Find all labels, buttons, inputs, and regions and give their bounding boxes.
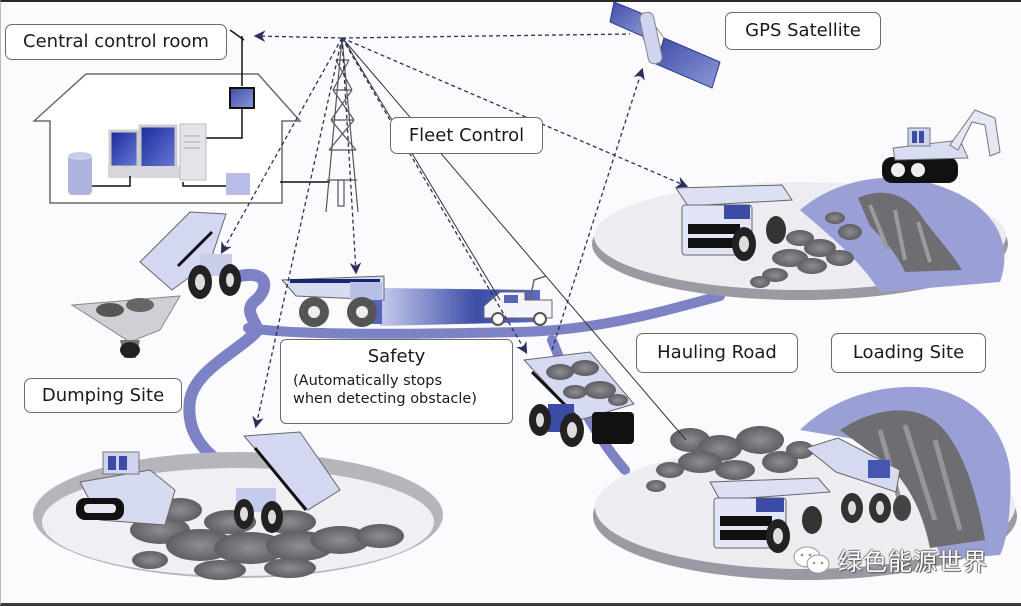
safety-description-line-2: when detecting obstacle) bbox=[293, 391, 477, 408]
link-hauling-truck-to-satellite bbox=[551, 67, 645, 351]
haul-truck-safety bbox=[280, 275, 385, 327]
gps-satellite-text: GPS Satellite bbox=[745, 20, 861, 41]
rock-pile-top bbox=[750, 212, 862, 288]
haul-truck-loading-top bbox=[675, 184, 793, 261]
satellite-icon bbox=[609, 1, 721, 89]
gps-satellite-label: GPS Satellite bbox=[725, 12, 881, 50]
pickup-truck-icon bbox=[483, 275, 553, 326]
link-tower-to-loading-top-truck bbox=[341, 37, 689, 188]
link-tower-to-control-room bbox=[253, 30, 343, 43]
central-control-room-text: Central control room bbox=[23, 31, 209, 52]
watermark: 绿色能源世界 bbox=[792, 542, 988, 577]
road-dumping-hopper-branch bbox=[183, 268, 271, 476]
dump-truck-dumping-site bbox=[234, 431, 341, 533]
road-main-horizontal bbox=[243, 291, 725, 339]
link-tower-to-dumping-site-truck bbox=[252, 37, 343, 429]
excavator-icon bbox=[882, 109, 1001, 183]
fleet-control-label: Fleet Control bbox=[390, 117, 543, 154]
watermark-text: 绿色能源世界 bbox=[838, 548, 988, 576]
loading-site-text: Loading Site bbox=[852, 342, 965, 363]
dump-truck-hopper bbox=[139, 211, 241, 299]
dumping-site-text: Dumping Site bbox=[41, 384, 165, 406]
haul-truck-loading-bottom bbox=[709, 477, 832, 553]
computer-workstation-icon bbox=[108, 123, 207, 181]
link-tower-to-hauling-truck bbox=[341, 37, 528, 355]
link-tower-to-safety-truck bbox=[341, 37, 362, 275]
loading-site-label: Loading Site bbox=[831, 333, 986, 373]
hauling-road-label: Hauling Road bbox=[636, 333, 798, 373]
storage-box-icon bbox=[182, 173, 250, 195]
haul-truck-hauling-road bbox=[522, 351, 635, 447]
central-control-room-label: Central control room bbox=[5, 24, 227, 60]
safety-label: Safety (Automatically stops when detecti… bbox=[280, 339, 513, 424]
communication-links bbox=[220, 30, 689, 429]
loading-site-top-mountain bbox=[800, 177, 1005, 292]
server-icon bbox=[68, 152, 131, 195]
loading-site-bottom-mountain bbox=[800, 386, 1011, 560]
bulldozer-icon bbox=[76, 451, 176, 526]
link-tower-to-hopper-truck bbox=[220, 37, 343, 255]
wechat-icon bbox=[793, 546, 830, 573]
rock-pile-bottom bbox=[646, 426, 814, 492]
safety-description-line-1: (Automatically stops bbox=[293, 373, 443, 389]
loader-icon bbox=[804, 437, 911, 523]
guide-lines bbox=[343, 39, 687, 441]
dumping-site-label: Dumping Site bbox=[24, 378, 182, 413]
display-panel-icon bbox=[206, 87, 255, 139]
radio-tower-icon bbox=[325, 37, 359, 213]
safety-title: Safety bbox=[367, 346, 426, 367]
dumping-hopper bbox=[70, 295, 181, 358]
hauling-road-text: Hauling Road bbox=[657, 342, 777, 363]
link-satellite-to-tower bbox=[341, 33, 631, 39]
fleet-control-text: Fleet Control bbox=[408, 124, 525, 146]
